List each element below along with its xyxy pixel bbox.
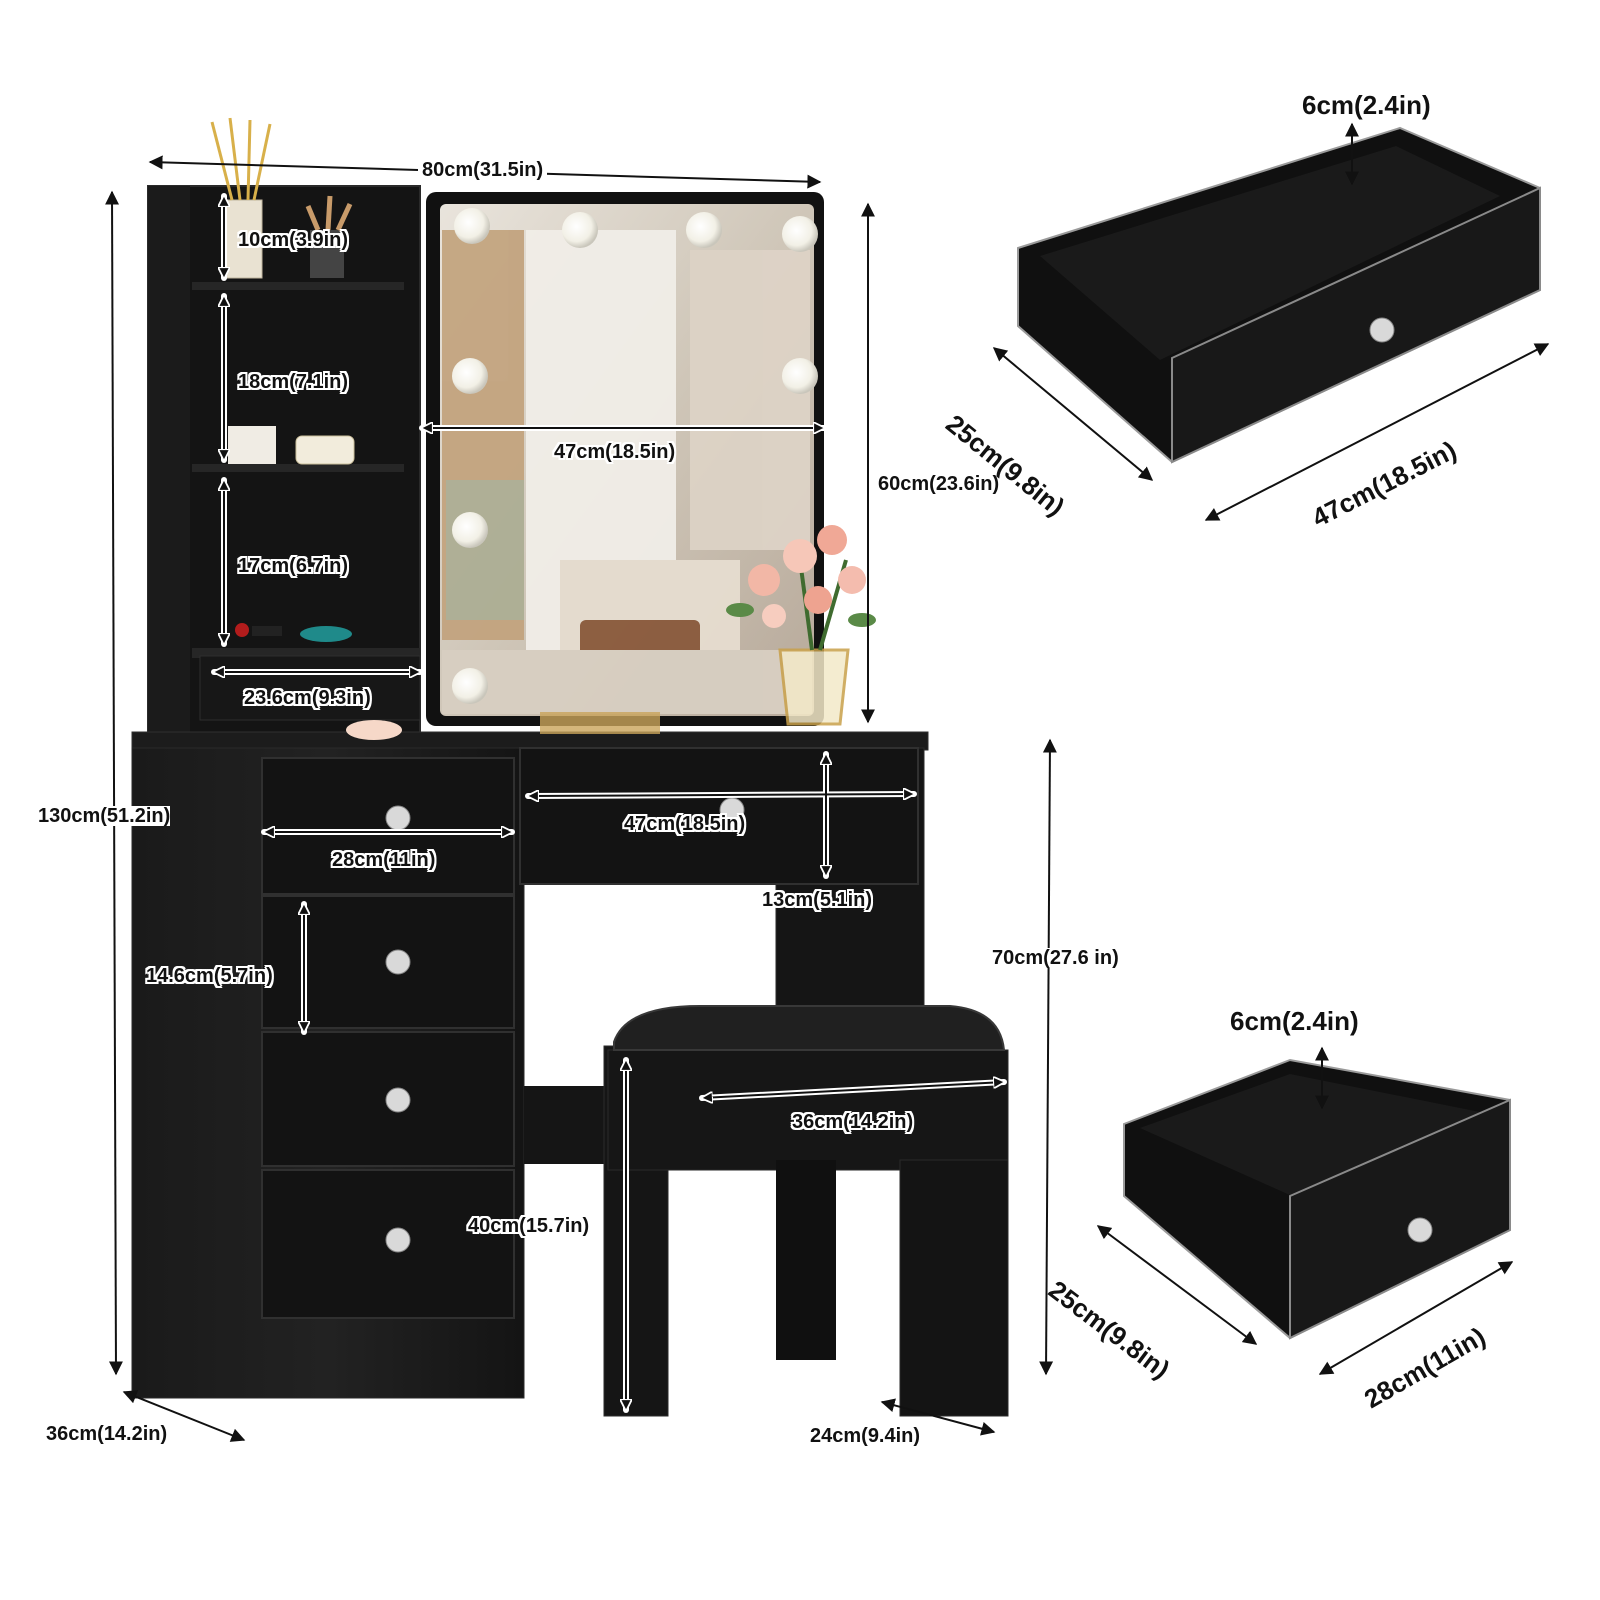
mirror-width-label: 47cm(18.5in) <box>554 441 676 463</box>
mirror-reflection <box>442 230 812 714</box>
shelf-middle-label: 18cm(7.1in) <box>238 371 349 393</box>
small-drawer-width-label: 28cm(11in) <box>332 849 436 871</box>
lighted-mirror <box>426 192 824 726</box>
overall-depth-label: 36cm(14.2in) <box>46 1423 168 1445</box>
vanity-table <box>131 712 929 1399</box>
stool-right-leg <box>899 1159 1009 1417</box>
stool-height-label: 40cm(15.7in) <box>468 1215 590 1237</box>
powder-compact-icon <box>346 720 402 740</box>
crystal-knob-icon <box>385 797 745 1253</box>
drawer-height-label: 14.6cm(5.7in) <box>146 965 273 987</box>
stool <box>603 1005 1009 1417</box>
shelf-board-top <box>192 282 404 290</box>
shelf-board-middle <box>192 464 404 472</box>
makeup-brush-cup-icon <box>305 195 353 278</box>
crystal-knob-icon <box>1407 1217 1433 1243</box>
stool-apron <box>607 1049 1009 1171</box>
drawer-wide <box>519 747 919 885</box>
cosmetic-box-icon <box>228 426 276 464</box>
stool-back-leg <box>776 1160 836 1360</box>
hutch-side-panel <box>148 186 190 736</box>
small-drawer-height-detail: 6cm(2.4in) <box>1230 1006 1359 1036</box>
inner-dimension-arrows-core <box>214 196 1004 1410</box>
vanity-bulb-icon <box>452 208 818 704</box>
stool-width-label: 36cm(14.2in) <box>792 1111 914 1133</box>
crystal-knob-icon <box>1369 317 1395 343</box>
makeup-items-icon <box>235 623 352 642</box>
hutch-shelf-unit <box>147 185 421 737</box>
shelf-board-bottom <box>192 648 420 658</box>
large-drawer-height-label: 13cm(5.1in) <box>762 889 873 911</box>
large-drawer-height-detail: 6cm(2.4in) <box>1302 90 1431 120</box>
large-drawer-illustration <box>1017 126 1541 464</box>
overall-height-label: 130cm(51.2in) <box>38 805 171 827</box>
shelf-width-label: 23.6cm(9.3in) <box>244 687 371 709</box>
lower-shelf <box>524 1086 604 1164</box>
large-drawer-width-label: 47cm(18.5in) <box>624 813 746 835</box>
table-height-label: 70cm(27.6 in) <box>992 947 1119 969</box>
drawer-1 <box>261 757 515 895</box>
overall-width-label: 80cm(31.5in) <box>418 160 548 180</box>
vanity-hutch <box>147 117 421 737</box>
stool-cushion <box>613 1005 1006 1051</box>
mirror-height-label: 60cm(23.6in) <box>878 473 1000 495</box>
stool-depth-label: 24cm(9.4in) <box>810 1425 921 1447</box>
shelf-top-label: 10cm(3.9in) <box>238 229 349 251</box>
shelf-bottom-label: 17cm(6.7in) <box>238 555 349 577</box>
cream-jar-icon <box>295 435 355 465</box>
flower-vase-icon <box>726 525 876 726</box>
jewelry-tray-icon <box>540 712 660 734</box>
